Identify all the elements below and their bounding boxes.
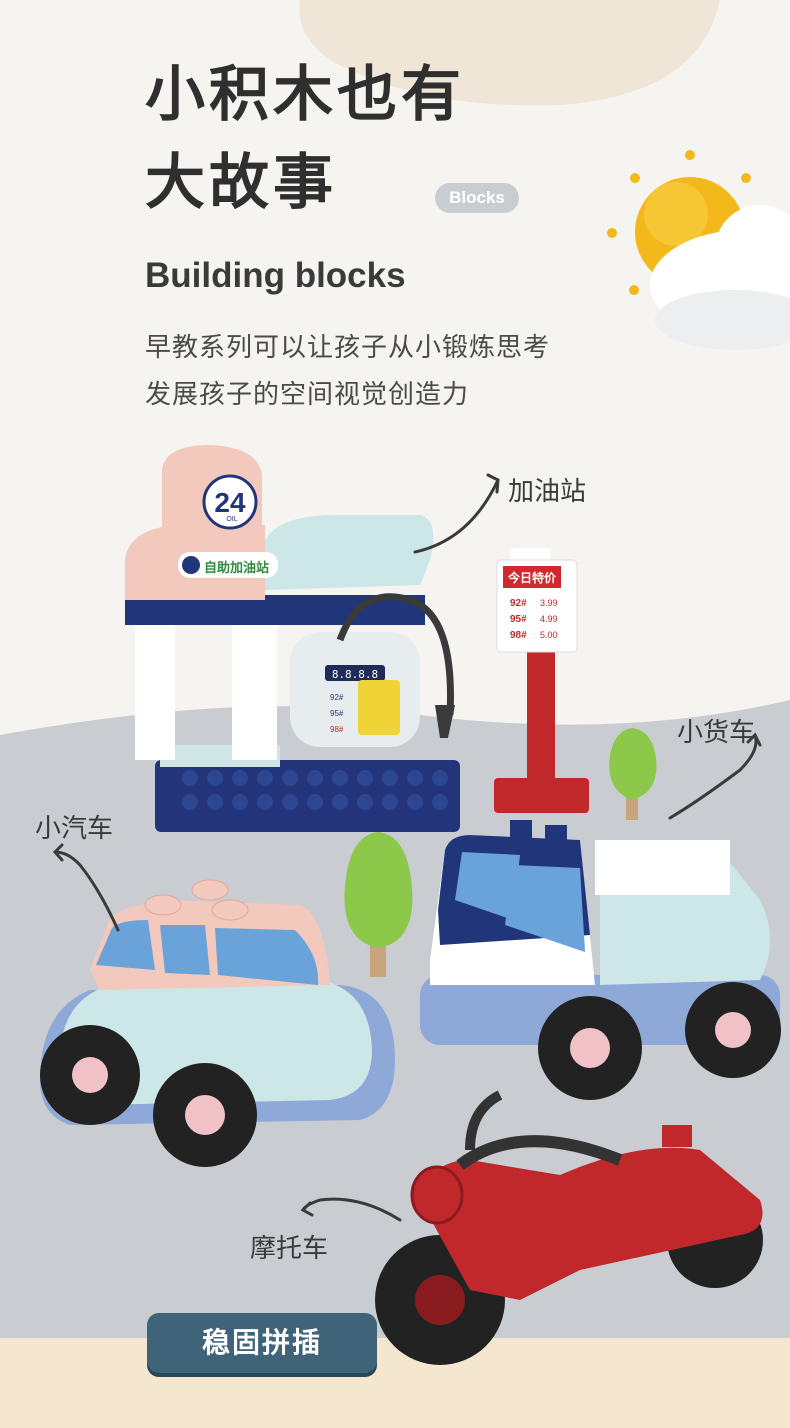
price-value-92: 3.99 [540,598,558,608]
motorcycle-illustration [375,1090,763,1365]
description-line-1: 早教系列可以让孩子从小锻炼思考 [145,333,551,363]
label-car: 小汽车 [35,814,114,844]
subtitle: Building blocks [145,256,406,295]
sun-cloud-icon [607,150,790,350]
blocks-badge: Blocks [435,183,519,213]
tree-illustrations [344,728,657,977]
pump-label-98: 98# [330,725,344,734]
description-line-2: 发展孩子的空间视觉创造力 [145,380,470,410]
label-truck: 小货车 [677,718,756,748]
price-board-illustration [494,548,589,813]
feature-button[interactable]: 稳固拼插 [147,1313,377,1373]
label-motorcycle: 摩托车 [250,1234,329,1264]
gas-station-illustration [125,445,460,832]
headline-line-2: 大故事 [145,148,337,218]
price-grade-98: 98# [510,630,527,641]
car-illustration [40,879,395,1167]
pump-label-95: 95# [330,709,344,718]
top-blob-shape [299,0,720,106]
truck-illustration [420,820,781,1100]
price-grade-92: 92# [510,598,527,609]
price-value-98: 5.00 [540,630,558,640]
headline-line-1: 小积木也有 [145,60,465,130]
price-grade-95: 95# [510,614,527,625]
price-value-95: 4.99 [540,614,558,624]
callout-arrows [52,473,762,1222]
label-gas-station: 加油站 [508,477,587,507]
pump-display: 8.8.8.8 [332,668,378,681]
station-sign-sub: OIL [226,516,237,523]
station-sign-number: 24 [214,487,246,518]
pump-label-92: 92# [330,693,344,702]
station-banner: 自助加油站 [204,560,269,576]
price-board-title: 今日特价 [507,570,557,585]
